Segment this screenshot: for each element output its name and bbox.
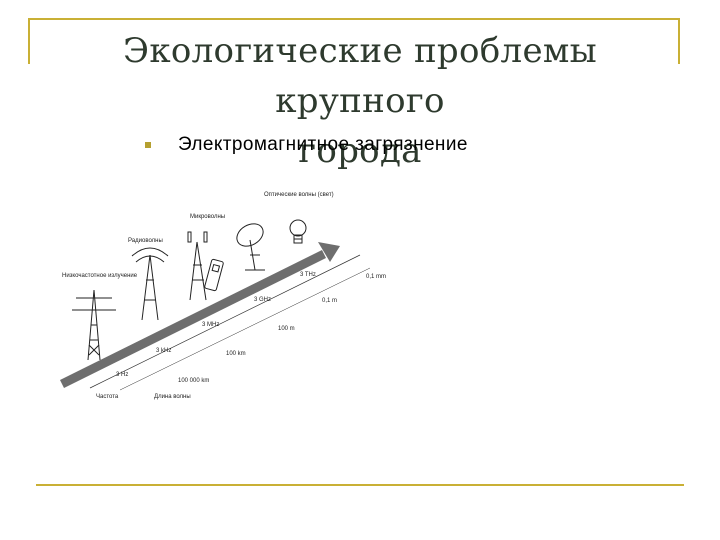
title-line-1: Экологические проблемы крупного (123, 31, 597, 121)
slide-frame-left (28, 18, 30, 64)
axis-label-frequency: Частота (96, 394, 119, 400)
wave-tick-3: 100 m (278, 326, 295, 332)
radio-tower-icon (131, 247, 169, 321)
freq-tick-1: 3 Hz (116, 372, 128, 378)
freq-tick-4: 3 GHz (254, 297, 271, 303)
band-label-microwave: Микроволны (190, 214, 225, 220)
band-label-optical: Оптические волны (свет) (264, 192, 334, 198)
slide-frame-bottom (36, 484, 684, 486)
freq-tick-5: 3 THz (300, 272, 316, 278)
bullet-marker-icon (145, 142, 151, 148)
light-bulb-icon (289, 219, 307, 244)
slide-title: Экологические проблемы крупного города (40, 26, 680, 176)
bullet-text: Электромагнитное загрязнение (178, 134, 468, 155)
title-line-2: города (298, 131, 422, 171)
spectrum-main-arrow (60, 242, 340, 388)
band-label-low-frequency: Низкочастотное излучение (62, 273, 138, 279)
mobile-phone-icon (204, 258, 224, 292)
freq-tick-3: 3 MHz (202, 322, 219, 328)
satellite-dish-icon (236, 223, 265, 271)
wave-tick-2: 100 km (226, 351, 246, 357)
axis-label-wavelength: Длина волны (154, 394, 191, 400)
wavelength-line (89, 254, 361, 389)
wave-tick-1: 100 000 km (178, 378, 209, 384)
band-label-radio: Радиоволны (128, 238, 163, 244)
em-spectrum-diagram: Низкочастотное излучение Радиоволны Микр… (60, 192, 386, 400)
slide-frame-right (678, 18, 680, 64)
wave-tick-5: 0,1 mm (366, 274, 386, 280)
wavelength-line-2 (119, 267, 371, 391)
freq-tick-2: 3 kHz (156, 348, 171, 354)
slide-frame-top (28, 18, 678, 20)
power-line-tower-icon (72, 289, 116, 361)
microwave-tower-icon (187, 231, 208, 301)
wave-tick-4: 0,1 m (322, 298, 337, 304)
